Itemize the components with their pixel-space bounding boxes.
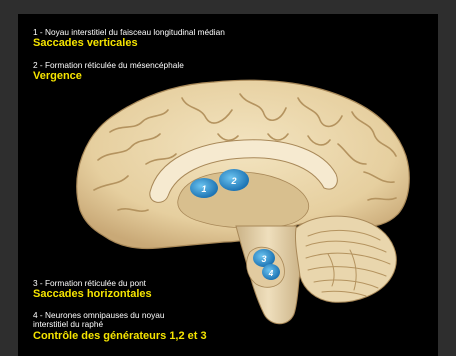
legend-description-3: 3 - Formation réticulée du pont [33, 279, 152, 288]
diagram-panel: 1 2 3 4 1 - Noyau interstitiel du faisce… [18, 14, 438, 356]
marker-label-1: 1 [201, 184, 206, 194]
legend-description-1: 1 - Noyau interstitiel du faisceau longi… [33, 28, 225, 37]
legend-item-3: 3 - Formation réticulée du pont Saccades… [33, 279, 152, 301]
legend-item-1: 1 - Noyau interstitiel du faisceau longi… [33, 28, 225, 50]
legend-function-3: Saccades horizontales [33, 288, 152, 300]
legend-function-1: Saccades verticales [33, 37, 225, 49]
legend-description-4-line2: interstitiel du raphé [33, 320, 207, 329]
legend-function-4: Contrôle des générateurs 1,2 et 3 [33, 330, 207, 342]
marker-label-3: 3 [261, 254, 266, 264]
legend-function-2: Vergence [33, 70, 184, 82]
legend-item-4: 4 - Neurones omnipauses du noyau interst… [33, 311, 207, 342]
region-marker-4: 4 [262, 264, 280, 280]
legend-description-2: 2 - Formation réticulée du mésencéphale [33, 61, 184, 70]
region-marker-2: 2 [219, 169, 249, 191]
marker-label-4: 4 [268, 269, 274, 278]
legend-item-2: 2 - Formation réticulée du mésencéphale … [33, 61, 184, 83]
marker-label-2: 2 [230, 176, 236, 186]
region-marker-1: 1 [190, 178, 218, 198]
cerebellum [295, 216, 396, 302]
